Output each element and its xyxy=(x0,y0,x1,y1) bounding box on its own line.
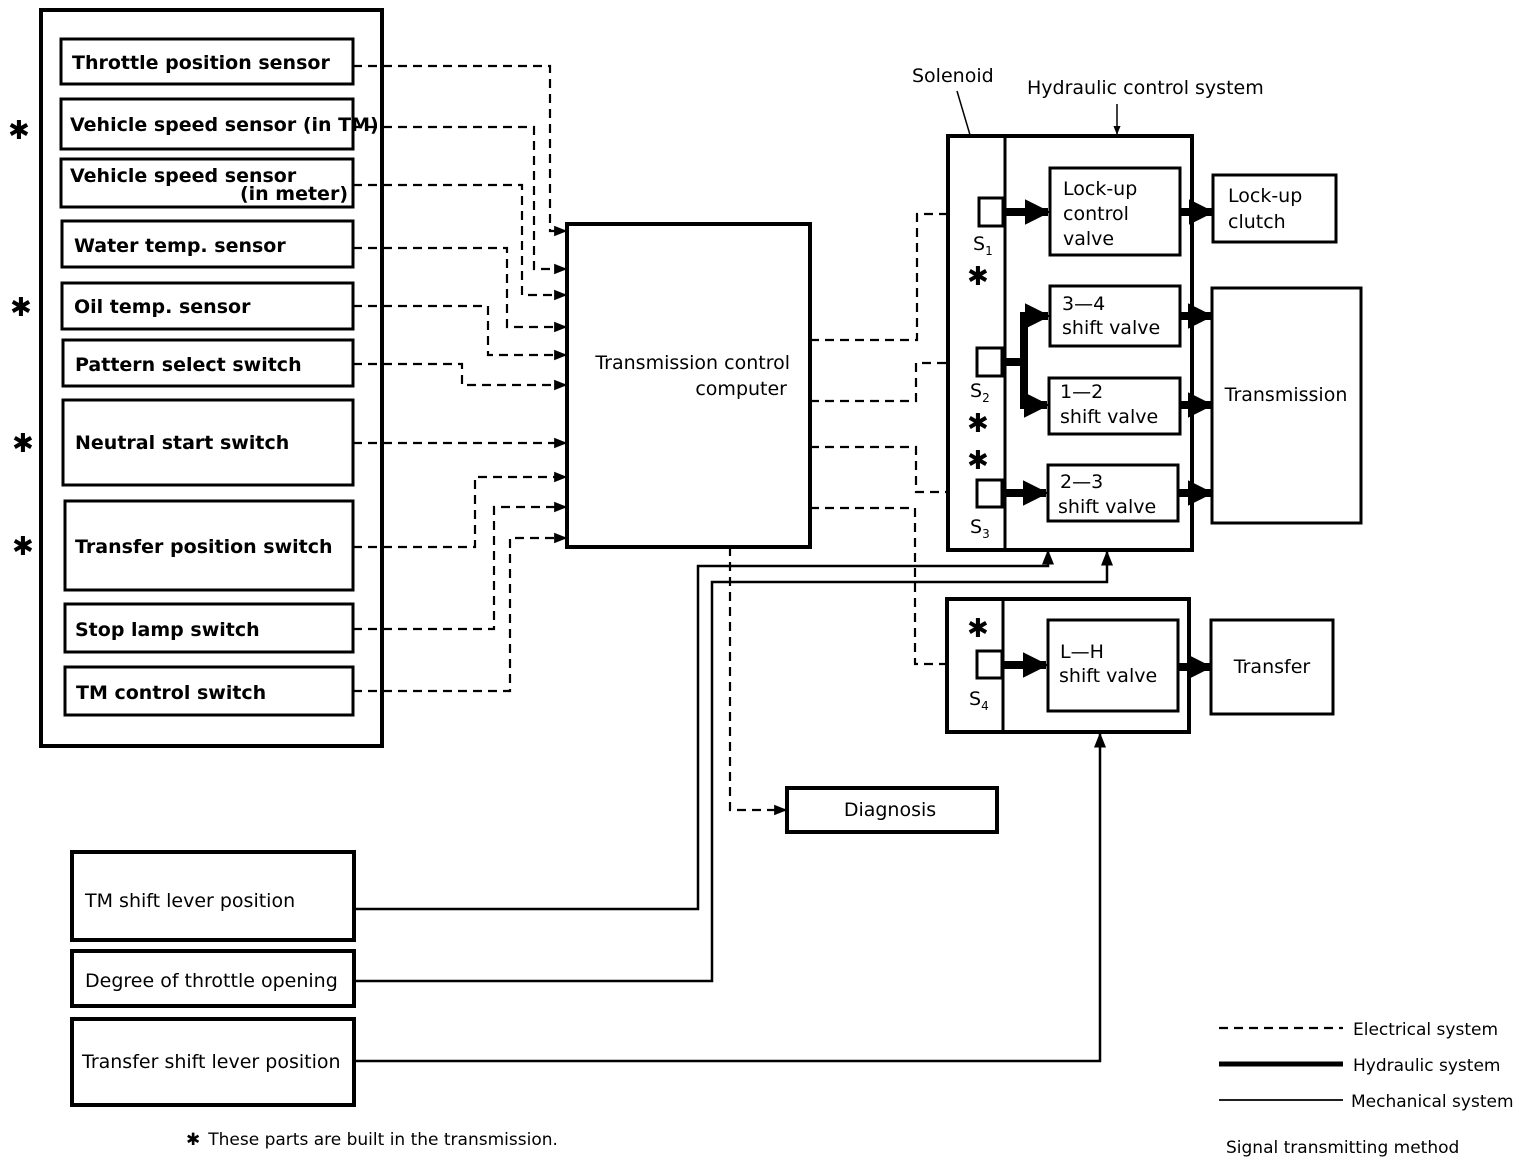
sensor-box-vehicle-speed-tm: Vehicle speed sensor (in TM) xyxy=(59,97,379,151)
mech-input-throttle-opening: Degree of throttle opening xyxy=(70,949,356,1008)
output-lockup-clutch: Lock-up clutch xyxy=(1211,173,1338,244)
sensor-box-pattern-select: Pattern select switch xyxy=(61,338,355,388)
label: Throttle position sensor xyxy=(72,52,330,74)
hydraulic-lines xyxy=(1002,199,1215,680)
solenoid-s4-label: S4 xyxy=(969,688,989,713)
mech-input-tm-shift-lever: TM shift lever position xyxy=(70,850,356,942)
solenoid-s3-label: S3 xyxy=(970,516,990,541)
output-label: Transmission xyxy=(1224,384,1348,406)
builtin-marker-icon: ✱ xyxy=(967,446,989,476)
footnote: ✱These parts are built in the transmissi… xyxy=(186,1130,558,1150)
valve-label: valve xyxy=(1063,228,1114,250)
solenoid-s2: S2 ✱ ✱ xyxy=(967,346,1004,476)
label: TM shift lever position xyxy=(84,890,295,912)
label: Degree of throttle opening xyxy=(85,970,338,992)
builtin-marker-icon: ✱ xyxy=(967,614,989,644)
hydraulic-system-title: Hydraulic control system xyxy=(1027,77,1264,99)
computer-label-line2: computer xyxy=(695,378,787,400)
diagnosis-box: Diagnosis xyxy=(785,786,999,834)
valve-label: shift valve xyxy=(1062,317,1160,339)
sensor-box-tm-control: TM control switch xyxy=(63,665,355,717)
valve-label: control xyxy=(1063,203,1129,225)
solenoid-label: Solenoid xyxy=(912,65,994,87)
valve-label: 1—2 xyxy=(1060,381,1103,403)
valve-label: Lock-up xyxy=(1063,178,1137,200)
label: Stop lamp switch xyxy=(75,619,260,641)
sensor-box-transfer-position: Transfer position switch xyxy=(63,499,355,592)
computer-label-line1: Transmission control xyxy=(594,352,790,374)
label: Transfer position switch xyxy=(75,536,333,558)
valve-2-3-shift: 2—3 shift valve xyxy=(1046,463,1180,523)
legend: Electrical system Hydraulic system Mecha… xyxy=(1219,1020,1514,1158)
label: Vehicle speed sensor xyxy=(70,165,297,187)
builtin-marker-icon: ✱ xyxy=(967,262,989,292)
legend-hydraulic-label: Hydraulic system xyxy=(1353,1056,1500,1076)
output-transfer: Transfer xyxy=(1209,618,1335,716)
mech-input-transfer-shift-lever: Transfer shift lever position xyxy=(70,1017,356,1107)
sensor-box-water-temp: Water temp. sensor xyxy=(60,219,355,269)
valve-label: 2—3 xyxy=(1060,471,1103,493)
builtin-marker-icon: ✱ xyxy=(12,429,34,459)
valve-label: shift valve xyxy=(1059,665,1157,687)
transmission-control-computer: Transmission control computer xyxy=(565,222,812,549)
valve-label: shift valve xyxy=(1060,406,1158,428)
sensor-box-throttle-position: Throttle position sensor xyxy=(59,37,355,86)
valve-label: L—H xyxy=(1060,641,1104,663)
label: Water temp. sensor xyxy=(74,235,286,257)
solenoid-s3: S3 xyxy=(970,478,1004,541)
sensor-box-oil-temp: Oil temp. sensor xyxy=(60,281,355,331)
solenoid-s2-label: S2 xyxy=(970,380,990,405)
label: Vehicle speed sensor (in TM) xyxy=(70,114,379,136)
output-transmission: Transmission xyxy=(1210,286,1363,525)
valve-lockup-control: Lock-up control valve xyxy=(1048,166,1182,257)
output-label: Transfer xyxy=(1233,656,1311,678)
output-label: clutch xyxy=(1228,211,1286,233)
sensor-box-stop-lamp: Stop lamp switch xyxy=(63,602,355,654)
label: TM control switch xyxy=(76,682,266,704)
diagnosis-label: Diagnosis xyxy=(844,799,936,821)
label: Oil temp. sensor xyxy=(74,296,251,318)
valve-label: 3—4 xyxy=(1062,293,1105,315)
label: Neutral start switch xyxy=(75,432,289,454)
sensor-box-vehicle-speed-meter: Vehicle speed sensor (in meter) xyxy=(59,157,355,209)
valve-l-h-shift: L—H shift valve xyxy=(1046,618,1180,713)
valve-label: shift valve xyxy=(1058,496,1156,518)
legend-mechanical-label: Mechanical system xyxy=(1351,1092,1514,1112)
builtin-marker-icon: ✱ xyxy=(10,293,32,323)
electrical-lines-inputs xyxy=(353,64,568,693)
builtin-marker-icon: ✱ xyxy=(967,409,989,439)
solenoid-s1-label: S1 xyxy=(973,233,993,258)
sublabel: (in meter) xyxy=(240,183,348,205)
solenoid-s1: S1 ✱ xyxy=(967,196,1005,292)
output-label: Lock-up xyxy=(1228,185,1302,207)
valve-1-2-shift: 1—2 shift valve xyxy=(1047,376,1182,436)
label: Pattern select switch xyxy=(75,354,302,376)
legend-electrical-label: Electrical system xyxy=(1353,1020,1498,1040)
builtin-marker-icon: ✱ xyxy=(8,116,30,146)
legend-title: Signal transmitting method xyxy=(1226,1138,1459,1158)
label: Transfer shift lever position xyxy=(81,1051,341,1073)
sensor-box-neutral-start: Neutral start switch xyxy=(61,398,355,487)
mechanical-lines xyxy=(354,549,1113,1063)
valve-3-4-shift: 3—4 shift valve xyxy=(1048,284,1182,348)
builtin-marker-icon: ✱ xyxy=(12,532,34,562)
